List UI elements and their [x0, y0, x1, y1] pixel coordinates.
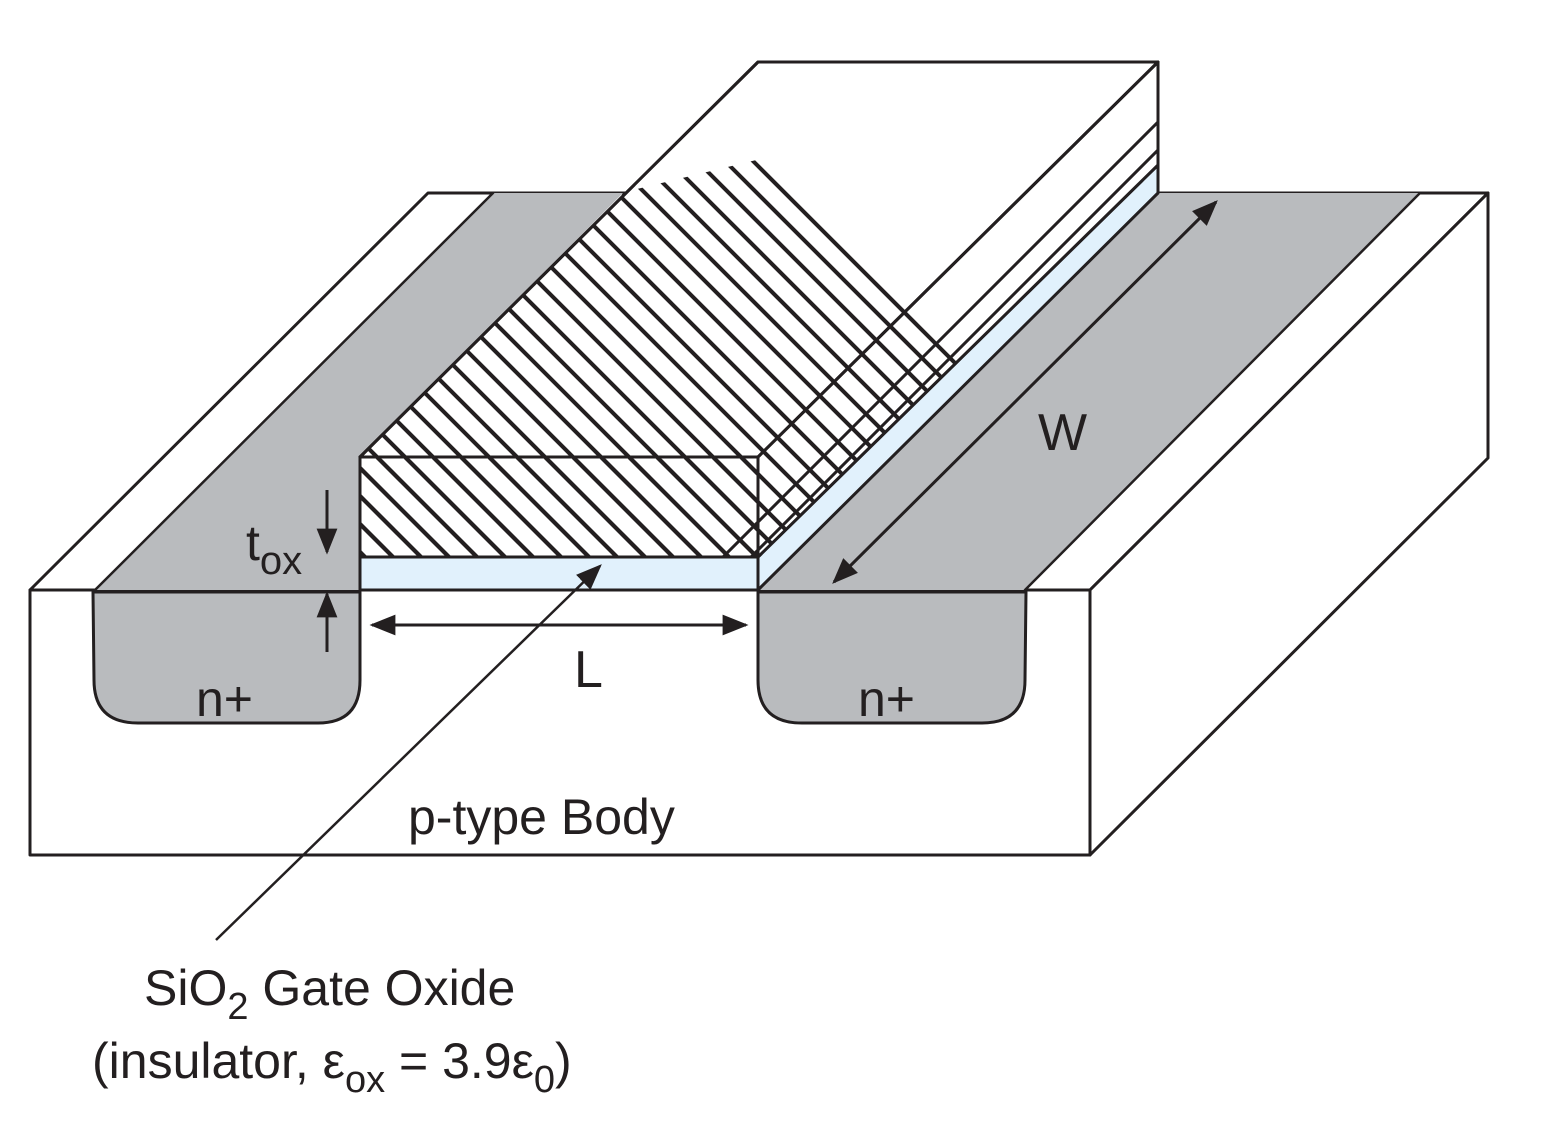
gate-hatch-line — [562, 62, 1158, 557]
gate-hatch-line — [478, 62, 1158, 557]
drain-label: n+ — [858, 671, 915, 727]
source-label: n+ — [196, 671, 253, 727]
source-top-region — [95, 193, 623, 590]
body-label: p-type Body — [408, 789, 675, 845]
gate-hatch-line — [450, 62, 1158, 557]
tox-label: tox — [246, 515, 302, 583]
width-label: W — [1038, 404, 1087, 462]
oxide-label-line2: (insulator, εox = 3.9ε0) — [92, 1033, 572, 1101]
gate-oxide-front — [358, 555, 760, 592]
length-label: L — [574, 641, 603, 699]
gate-hatch-line — [506, 62, 1158, 557]
drain-well — [756, 590, 1028, 725]
width-arrow — [832, 200, 1218, 584]
gate-hatch-line — [590, 62, 1158, 557]
oxide-label-line1: SiO2 Gate Oxide — [144, 960, 515, 1028]
source-well — [91, 590, 362, 725]
oxide-leader-line — [215, 564, 602, 941]
gate-hatch-line — [534, 62, 1158, 557]
